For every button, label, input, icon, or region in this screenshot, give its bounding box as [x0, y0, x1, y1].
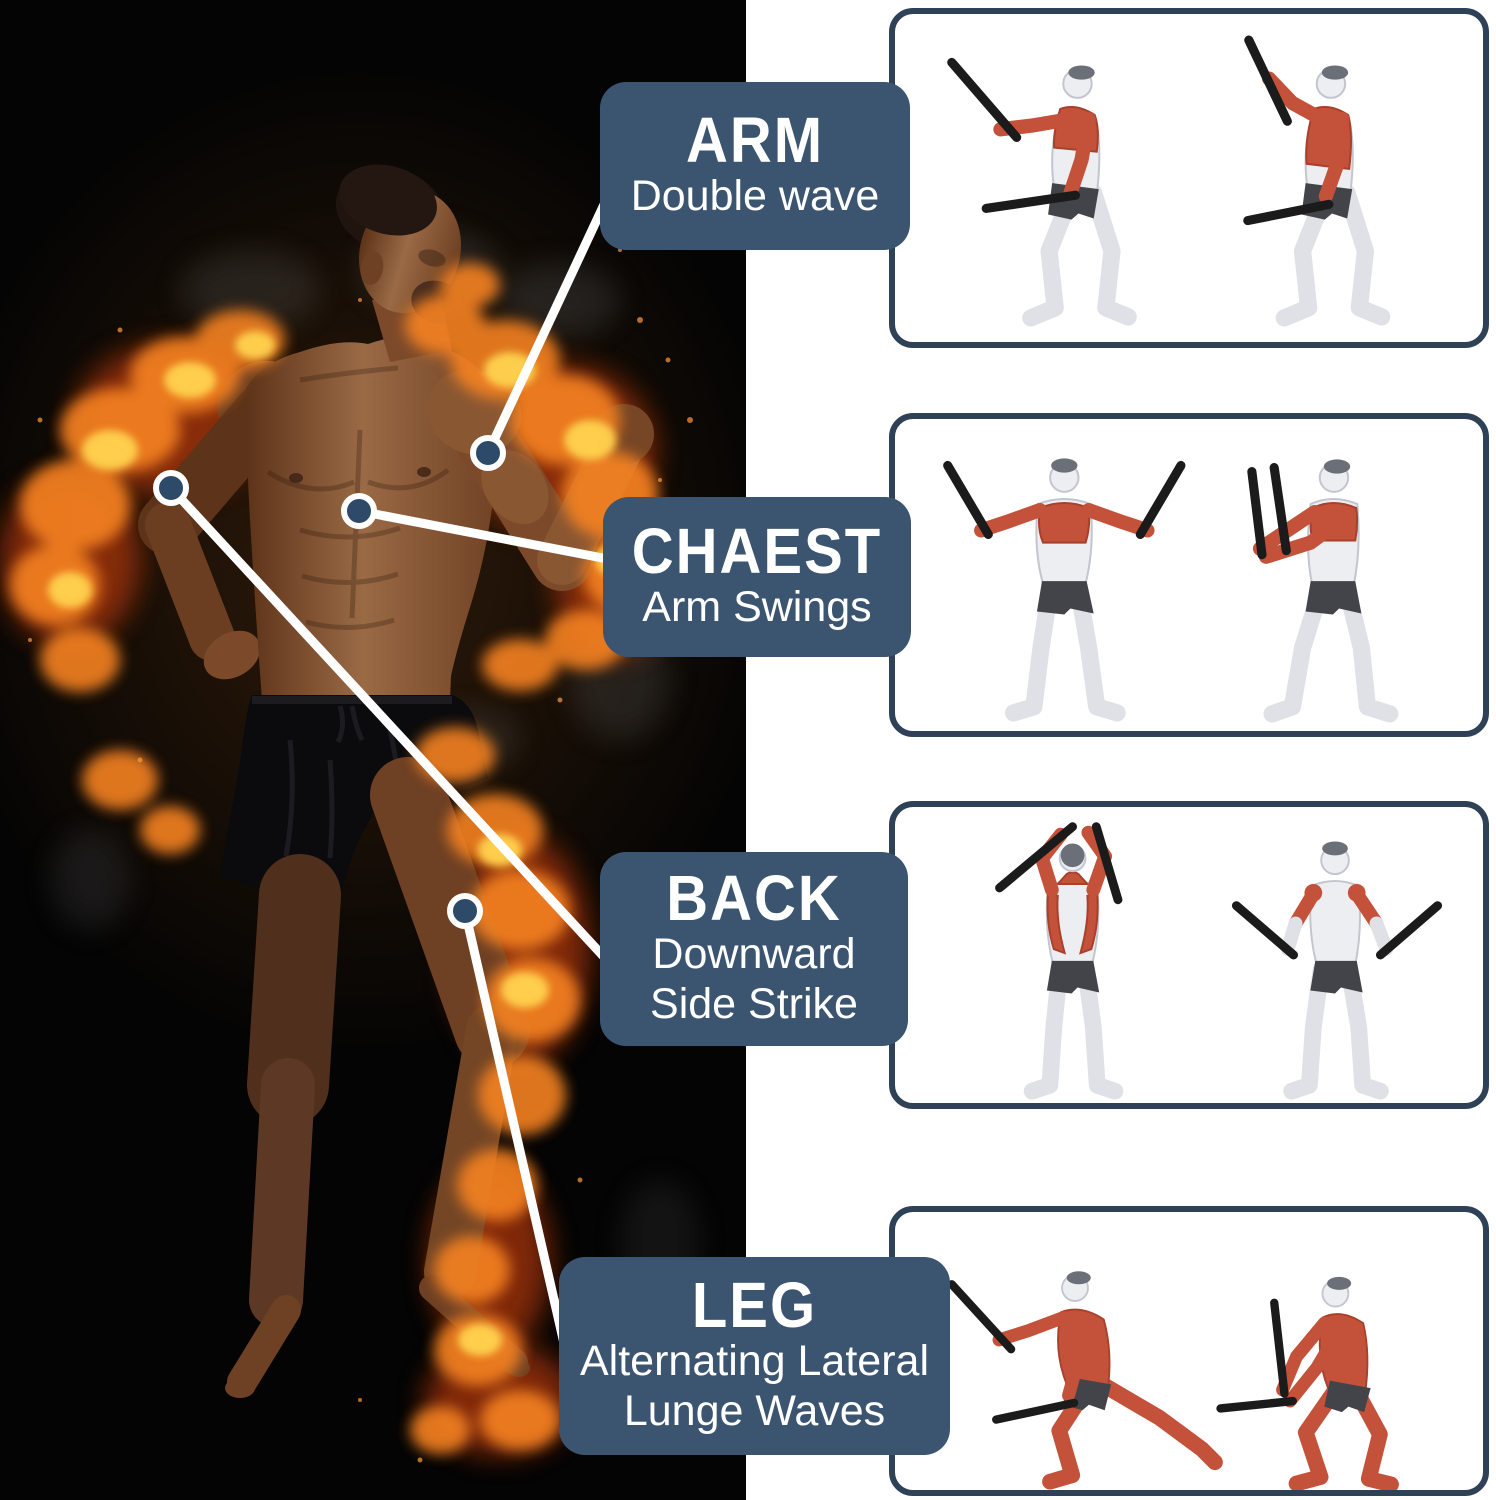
exercise-panel-chest: [889, 413, 1489, 737]
exercise-stick: [1243, 199, 1334, 226]
callout-leg-subtitle-line1: Alternating Lateral: [580, 1337, 929, 1386]
exercise-stick: [1375, 901, 1443, 960]
exercise-figure: [1231, 841, 1443, 1100]
exercise-stick: [943, 460, 993, 540]
callout-back-subtitle-line1: Downward: [652, 930, 856, 979]
eye-shadow: [418, 249, 446, 267]
left-foot: [225, 1378, 255, 1398]
exercise-stick: [981, 190, 1081, 213]
exercise-stick: [1247, 467, 1267, 560]
exercise-panel-leg: [889, 1206, 1489, 1496]
exercise-figure: [947, 1271, 1223, 1490]
callout-chest-title: CHAEST: [631, 515, 883, 587]
callout-back-title: BACK: [666, 862, 842, 934]
ear: [360, 251, 384, 285]
callout-leg-subtitle-line2: Lunge Waves: [623, 1387, 886, 1436]
exercise-figure: [943, 458, 1186, 722]
exercise-stick: [1231, 901, 1299, 960]
callout-arm-subtitle: Double wave: [630, 172, 880, 221]
exercise-stick: [947, 57, 1022, 143]
exercise-stick: [1270, 1298, 1289, 1398]
exercise-stick: [1091, 822, 1123, 905]
exercise-figure: [995, 822, 1124, 1100]
exercise-stick: [995, 822, 1078, 893]
exercise-figure: [1216, 1276, 1399, 1490]
callout-chest-subtitle: Arm Swings: [642, 583, 872, 632]
exercise-panel-arm: [889, 8, 1489, 348]
callout-leg-title: LEG: [691, 1269, 818, 1341]
callout-arm: ARM Double wave: [600, 82, 910, 250]
exercise-stick: [1269, 462, 1291, 556]
exercise-stick: [947, 1280, 1016, 1354]
exercise-stick: [1216, 1396, 1297, 1413]
exercise-stick: [992, 1398, 1079, 1424]
exercise-panel-back: [889, 801, 1489, 1109]
exercise-stick: [1244, 35, 1292, 126]
exercise-figure: [1247, 459, 1399, 723]
callout-back: BACK Downward Side Strike: [600, 852, 908, 1046]
arm-swings-illustration: [943, 458, 1399, 723]
double-wave-illustration: [947, 35, 1391, 327]
callout-leg: LEG Alternating Lateral Lunge Waves: [559, 1257, 950, 1455]
downward-side-strike-illustration: [995, 822, 1443, 1100]
callout-arm-title: ARM: [685, 104, 825, 176]
exercise-figure: [1243, 35, 1391, 327]
exercise-figure: [947, 57, 1137, 327]
lateral-lunge-illustration: [947, 1271, 1399, 1490]
callout-back-subtitle-line2: Side Strike: [650, 980, 858, 1029]
exercise-stick: [1135, 460, 1186, 540]
callout-chest: CHAEST Arm Swings: [603, 497, 911, 657]
